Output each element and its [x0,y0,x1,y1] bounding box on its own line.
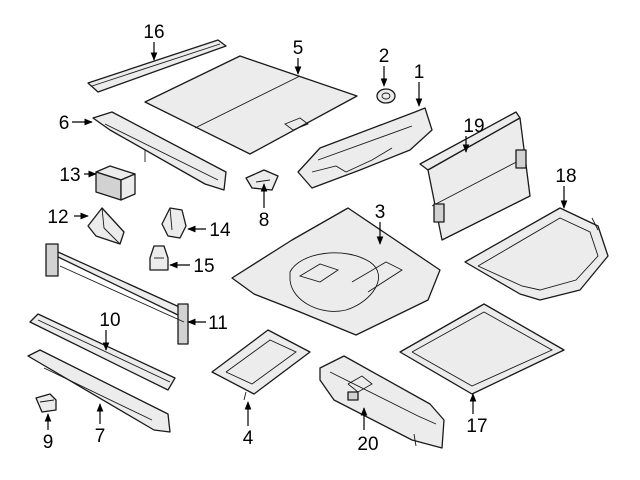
callout-labels: 16 5 2 1 6 13 8 12 14 15 3 19 18 11 10 7… [43,22,577,455]
part-17-floor-mat[interactable] [399,303,565,395]
part-6-panel-bracket[interactable] [92,111,227,191]
part-3-floor-tub[interactable] [231,207,441,336]
part-7-ribbed-trim[interactable] [27,349,171,433]
part-8-cover-cap[interactable] [245,169,279,191]
part-11-crossbar[interactable] [45,243,189,345]
callout-2: 2 [379,46,390,67]
callout-8: 8 [259,210,270,231]
part-13-storage-box[interactable] [95,165,136,201]
part-18-cargo-tray[interactable] [464,207,609,301]
callout-5: 5 [293,38,304,59]
callout-16: 16 [143,22,164,43]
callout-7: 7 [95,426,106,447]
part-9-small-block[interactable] [35,393,57,413]
callout-15: 15 [193,256,214,277]
part-16-trim-strip[interactable] [87,39,227,93]
callout-10: 10 [99,310,120,331]
leader-lines [44,42,568,430]
part-5-cargo-floor-panel[interactable] [144,55,358,155]
part-12-wedge-support[interactable] [87,207,125,245]
part-20-side-storage-box[interactable] [319,355,445,449]
callout-4: 4 [243,428,254,449]
part-14-mount-bracket[interactable] [161,207,187,239]
callout-18: 18 [555,166,576,187]
callout-19: 19 [463,116,484,137]
callout-20: 20 [357,434,378,455]
callout-17: 17 [466,416,487,437]
part-10-sill-rail[interactable] [29,313,176,391]
callout-12: 12 [47,207,68,228]
part-19-partition-net[interactable] [419,111,531,241]
part-1-sill-trim[interactable] [297,107,433,189]
callout-9: 9 [43,432,54,453]
callout-6: 6 [59,113,70,134]
callout-14: 14 [209,220,231,241]
callout-13: 13 [59,165,80,186]
callout-11: 11 [208,313,228,334]
part-4-tray-panel[interactable] [211,329,311,401]
part-2-clip[interactable] [376,88,396,104]
part-15-retainer-clip[interactable] [149,245,169,271]
callout-3: 3 [375,202,386,223]
callout-1: 1 [414,62,425,83]
